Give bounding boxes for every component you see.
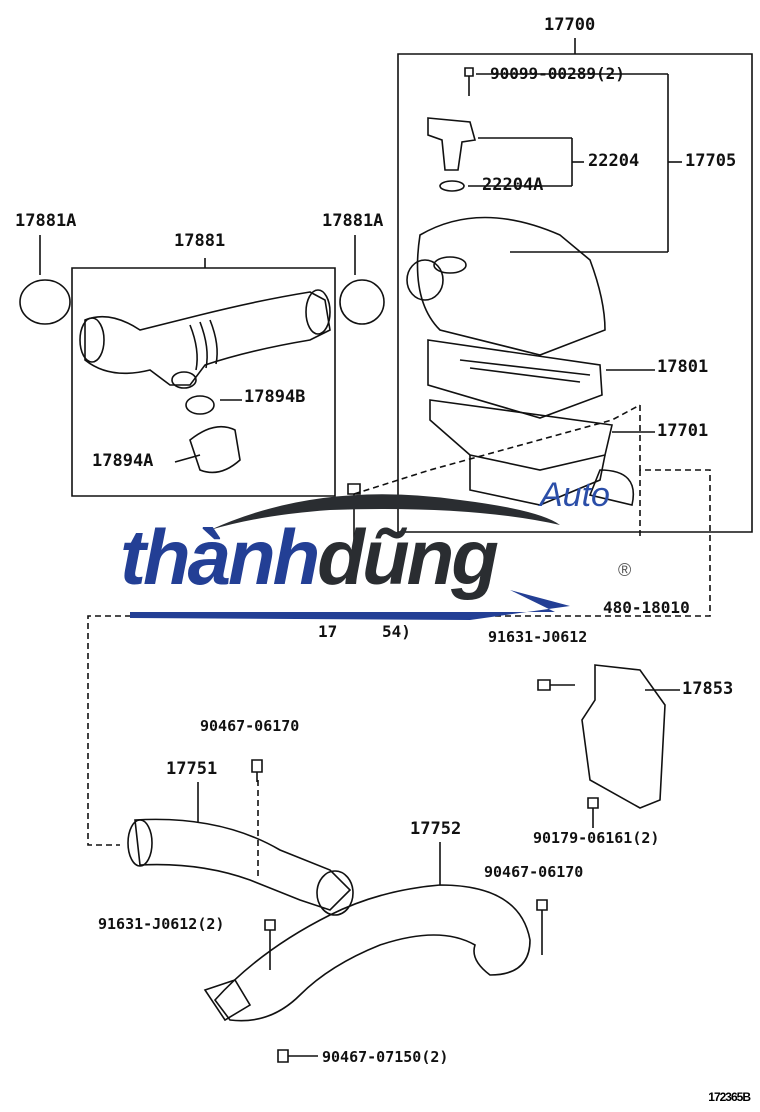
box-17700 <box>397 53 753 533</box>
label-90179-06161: 90179-06161(2) <box>533 829 660 847</box>
label-91631-j0612-2: 91631-J0612(2) <box>98 915 225 933</box>
bracket-17853 <box>581 664 666 809</box>
label-17881a-right: 17881A <box>322 211 384 231</box>
air-cleaner-cap <box>416 216 606 356</box>
label-17701: 17701 <box>657 421 709 441</box>
filter-element <box>427 339 603 419</box>
label-22204a: 22204A <box>482 175 544 195</box>
label-90099-00289: 90099-00289(2) <box>490 64 625 83</box>
intake-pipe-17752 <box>213 884 531 1022</box>
intake-hose-17881 <box>84 291 331 386</box>
clamp-left <box>19 279 71 325</box>
logo-text-dark: dũng <box>317 513 499 601</box>
part-17894a <box>189 425 241 474</box>
intake-pipe-17751 <box>134 818 352 911</box>
label-17751: 17751 <box>166 759 218 779</box>
label-17801: 17801 <box>657 357 709 377</box>
label-17700: 17700 <box>544 15 596 35</box>
label-90467-07150: 90467-07150(2) <box>322 1048 449 1066</box>
label-90467-06170-a: 90467-06170 <box>200 717 300 735</box>
clamp-right <box>339 279 385 325</box>
label-91631-j0612: 91631-J0612 <box>488 628 588 646</box>
watermark-logo: thànhdũng <box>120 518 499 596</box>
label-17752: 17752 <box>410 819 462 839</box>
label-17x54-part1: 17 <box>318 622 338 641</box>
label-17881: 17881 <box>174 231 226 251</box>
label-90480-18010: 480-18010 <box>603 598 690 617</box>
registered-mark: ® <box>618 560 632 580</box>
label-90467-06170-b: 90467-06170 <box>484 863 584 881</box>
air-flow-sensor <box>427 117 477 171</box>
label-17705: 17705 <box>685 151 737 171</box>
label-17853: 17853 <box>682 679 734 699</box>
label-17881a-left: 17881A <box>15 211 77 231</box>
label-17x54-part2: 54) <box>382 622 411 641</box>
logo-auto-text: Auto <box>540 476 610 514</box>
drawing-code: 172365B <box>708 1090 751 1104</box>
air-cleaner-case <box>429 399 613 471</box>
logo-text-blue: thành <box>120 513 320 601</box>
label-17894b: 17894B <box>244 387 306 407</box>
label-22204: 22204 <box>588 151 640 171</box>
label-17894a: 17894A <box>92 451 154 471</box>
